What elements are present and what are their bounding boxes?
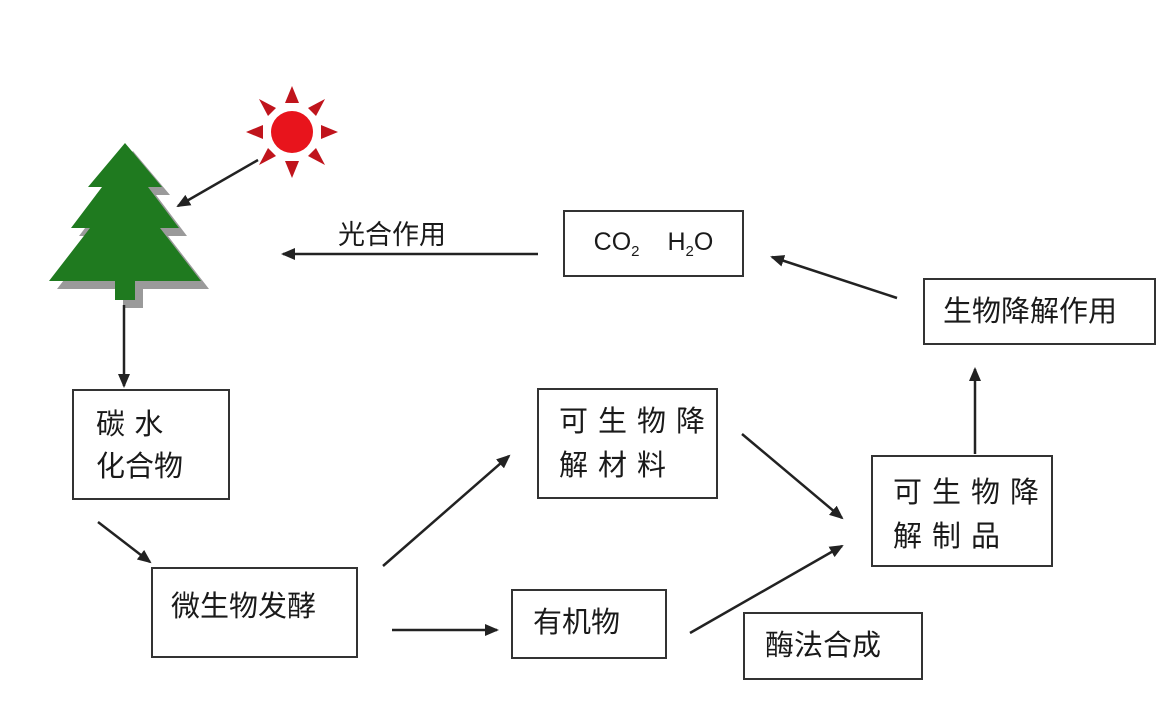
connectors (97, 158, 981, 636)
co2-h2o-box: CO2 H2O (563, 210, 744, 277)
biodegradation-box: 生物降解作用 (923, 278, 1156, 345)
arrow-organic-to-product (689, 544, 844, 635)
arrow-sun-to-tree (176, 158, 259, 208)
enzymatic-synthesis-box: 酶法合成 (743, 612, 923, 680)
co2-formula: CO2 (593, 227, 640, 260)
sun-icon (246, 86, 338, 178)
microbial-fermentation-box: 微生物发酵 (151, 567, 358, 658)
arrow-carbohydrate-to-fermentation (97, 521, 152, 564)
tree-icon (49, 143, 209, 308)
arrow-fermentation-to-material (382, 454, 511, 567)
biodegradable-material-box: 可生物降 解材料 (537, 388, 718, 499)
organic-matter-box: 有机物 (511, 589, 667, 659)
photosynthesis-label: 光合作用 (338, 220, 446, 251)
arrow-material-to-product (741, 433, 844, 520)
biodegradable-product-box: 可生物降 解制品 (871, 455, 1053, 567)
h2o-formula: H2O (667, 227, 714, 260)
carbohydrate-box: 碳 水 化合物 (72, 389, 230, 500)
arrow-biodegradation-to-co2 (770, 255, 898, 300)
